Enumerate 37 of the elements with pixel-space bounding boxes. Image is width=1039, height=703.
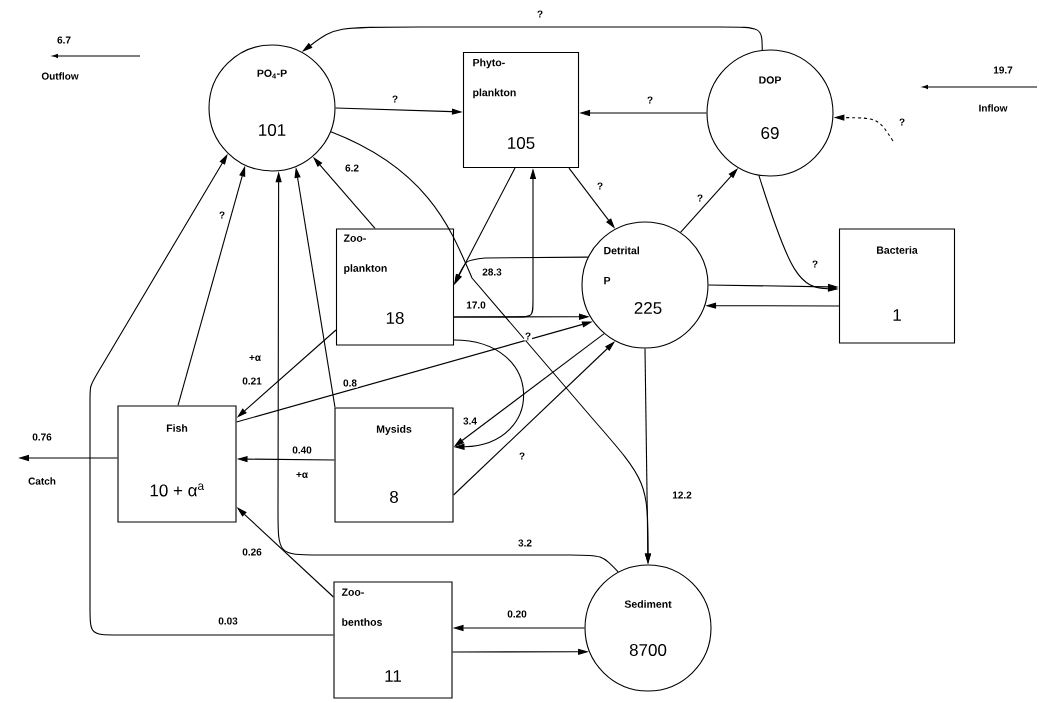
edge-label: 0.26	[241, 547, 263, 557]
flow-label: Catch	[28, 477, 56, 485]
edge-label: ?	[517, 451, 527, 461]
edge-label: 0.8	[342, 378, 358, 388]
edge-label: 17.0	[465, 300, 487, 310]
flow-label: Inflow	[979, 104, 1008, 112]
edge-label: 12.2	[671, 490, 693, 500]
edge-label: 3.2	[517, 538, 533, 548]
flow-label: +α	[249, 355, 261, 361]
compartment-box: Fish 10 + α$^{a}$	[117, 405, 237, 523]
edge-label: ?	[217, 210, 227, 220]
edge-label: ?	[390, 94, 400, 104]
edge-label: 0.76	[31, 432, 53, 442]
edge-label: ?	[523, 331, 533, 341]
edge-label: ?	[535, 9, 545, 19]
edge-label: 0.21	[241, 376, 263, 386]
flow-label: +α	[296, 472, 308, 478]
edge-label: 28.3	[481, 267, 503, 277]
flow-label: Outflow	[41, 72, 79, 80]
compartment-box: Mysids 8	[334, 407, 454, 523]
edge-label: 0.20	[506, 609, 528, 619]
edge-label: 0.40	[291, 445, 313, 455]
edge-label: 3.4	[462, 416, 478, 426]
edge-label: ?	[897, 117, 907, 127]
compartment-box: Phyto- plankton 105	[462, 51, 580, 169]
edge-label: ?	[695, 193, 705, 203]
compartment-box: Zoo- plankton 18	[335, 228, 455, 346]
compartment-box: Zoo- benthos 11	[333, 581, 453, 699]
flow-label: 19.7	[993, 66, 1013, 74]
edge-label: 6.2	[344, 163, 360, 173]
edge-label: ?	[595, 181, 605, 191]
arrow	[453, 339, 525, 450]
edge-label: 0.03	[217, 616, 239, 626]
edge-label: ?	[645, 95, 655, 105]
flow-label: 6.7	[57, 36, 71, 44]
compartment-box: Bacteria 1	[838, 228, 956, 344]
edge-label: ?	[810, 259, 820, 269]
